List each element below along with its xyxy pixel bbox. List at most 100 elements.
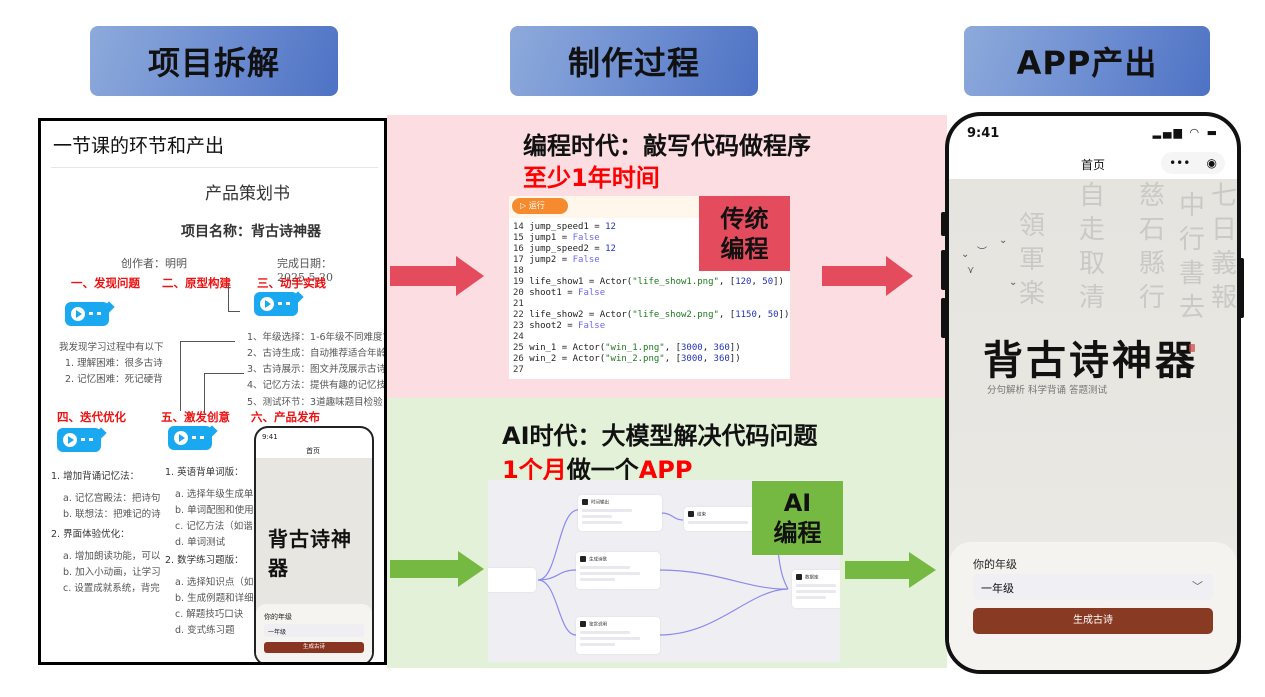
workflow-connectors [537, 509, 789, 636]
mini-bottom-sheet: 你的年级 一年级 生成古诗 [256, 604, 372, 662]
calligraphy-decoration: 自走取清 [1079, 181, 1106, 313]
section-header-app-output: APP产出 [964, 26, 1210, 96]
code-line: 27 [513, 365, 524, 375]
code-line: 19 life_show1 = Actor("life_show1.png", … [513, 277, 784, 287]
grade-select[interactable]: 一年级 ﹀ [973, 574, 1213, 600]
completion-date: 完成日期：2025.5.20 [277, 257, 333, 284]
app-name: 背古诗神器 [983, 337, 1198, 384]
code-line: 18 [513, 266, 524, 276]
problem-item: 1. 理解困难：很多古诗 [65, 358, 163, 369]
status-time: 9:41 [967, 126, 1000, 141]
product-plan-document: 一节课的环节和产出 产品策划书 项目名称：背古诗神器 创作者：明明 完成日期：2… [38, 118, 387, 665]
code-line: 26 win_2 = Actor("win_2.png", [3000, 360… [513, 354, 741, 364]
voice-message-icon[interactable] [168, 426, 212, 450]
code-line: 17 jump2 = False [513, 255, 600, 265]
more-icon[interactable]: ••• [1169, 156, 1191, 170]
bird-icon: ⌄ [1009, 277, 1018, 288]
signal-icon: ▂▄▆ [1152, 126, 1184, 139]
connector-line [228, 283, 229, 311]
generate-poem-button[interactable]: 生成古诗 [973, 608, 1213, 634]
mini-program-capsule[interactable]: ••• ◉ [1161, 152, 1225, 174]
workflow-node[interactable]: 数据库 [792, 570, 840, 608]
step-1: 一、发现问题 [71, 276, 140, 290]
step-5: 五、激发创意 [161, 410, 230, 424]
status-icons: ▂▄▆ ◠ ▬ [1153, 126, 1219, 139]
idea-item: 2. 数学练习题版： [165, 555, 244, 566]
traditional-duration: 至少1年时间 [523, 164, 660, 192]
problem-intro: 我发现学习过程中有以下 [59, 342, 164, 353]
bottom-sheet: 你的年级 一年级 ﹀ 生成古诗 [949, 542, 1237, 670]
label-line: 编程 [773, 519, 822, 547]
section-header-production-process: 制作过程 [510, 26, 758, 96]
code-line: 20 shoot1 = False [513, 288, 606, 298]
mini-nav-title: 首页 [306, 447, 320, 455]
run-button[interactable]: ▷ 运行 [512, 198, 568, 214]
workflow-node[interactable]: 生成诗歌 [576, 552, 660, 589]
node-title: 生成诗歌 [580, 556, 607, 563]
close-target-icon[interactable]: ◉ [1206, 156, 1217, 170]
phone-side-button [941, 250, 946, 290]
red-arrow-right-icon [822, 256, 913, 296]
chevron-down-icon: ﹀ [1192, 580, 1203, 593]
workflow-node[interactable]: 结束 [684, 507, 764, 531]
step-4: 四、迭代优化 [57, 410, 126, 424]
code-line: 24 [513, 332, 524, 342]
project-name: 项目名称：背古诗神器 [181, 224, 321, 240]
phone-side-button [1239, 258, 1244, 318]
green-arrow-right-icon [845, 552, 936, 588]
workflow-node[interactable]: 时间输出 [578, 495, 662, 531]
workflow-node-start[interactable] [488, 568, 536, 592]
feature-item: 3、古诗展示：图文并茂展示古诗 [247, 364, 387, 375]
mini-grade-select: 一年级 [264, 624, 364, 637]
divider [51, 167, 378, 168]
idea-item: d. 变式练习题 [175, 625, 235, 636]
voice-message-icon[interactable] [254, 292, 298, 316]
label-line: 编程 [720, 234, 769, 263]
idea-item: 1. 英语背单词版： [165, 467, 244, 478]
app-phone-mockup: 9:41 ▂▄▆ ◠ ▬ 首页 •••◉ 領軍楽 自走取清 慈石縣行 中行書去 … [945, 112, 1241, 674]
calligraphy-decoration: 慈石縣行 [1139, 181, 1166, 313]
iterate-item: a. 记忆宫殿法：把诗句 [63, 493, 161, 504]
idea-item: d. 单词测试 [175, 537, 226, 548]
iterate-item: 2. 界面体验优化： [51, 529, 130, 540]
node-title: 数据库 [796, 574, 819, 581]
wifi-icon: ◠ [1189, 126, 1202, 139]
iterate-item: 1. 增加背诵记忆法： [51, 471, 140, 482]
grade-value: 一年级 [981, 582, 1014, 595]
nav-title: 首页 [1080, 158, 1105, 172]
phone-side-button [941, 212, 946, 236]
feature-item: 1、年级选择：1-6年级不同难度古 [247, 332, 387, 343]
author: 创作者：明明 [121, 257, 187, 270]
voice-message-icon[interactable] [57, 428, 101, 452]
ai-duration-red: 1个月 [502, 456, 567, 484]
idea-item: c. 记忆方法（如谐 [175, 521, 253, 532]
green-arrow-right-icon [390, 551, 484, 587]
bird-icon: ⌄ [961, 249, 970, 260]
label-line: 传统 [720, 204, 769, 233]
iterate-item: c. 设置成就系统，背完 [63, 583, 160, 594]
feature-item: 5、测试环节：3道趣味题目检验 [247, 397, 383, 408]
code-line: 23 shoot2 = False [513, 321, 606, 331]
connector-line [204, 373, 244, 374]
plan-title: 产品策划书 [205, 184, 290, 204]
mini-app-name: 背古诗神器 [268, 527, 352, 580]
step-6: 六、产品发布 [251, 410, 320, 424]
voice-message-icon[interactable] [65, 302, 109, 326]
problem-item: 2. 记忆困难：死记硬背 [65, 374, 163, 385]
app-subtitle: 分句解析 科学背诵 答题测试 [987, 385, 1108, 396]
feature-item: 4、记忆方法：提供有趣的记忆技 [247, 380, 387, 391]
run-label: 运行 [528, 201, 545, 210]
section-header-project-breakdown: 项目拆解 [90, 26, 338, 96]
code-line: 16 jump_speed2 = 12 [513, 244, 616, 254]
workflow-node[interactable]: 鉴赏说明 [576, 617, 660, 654]
mini-phone-preview: 9:41 首页 背古诗神器 你的年级 一年级 生成古诗 [254, 426, 374, 662]
calligraphy-decoration: 領軍楽 [1019, 211, 1046, 309]
code-line: 22 life_show2 = Actor("life_show2.png", … [513, 310, 790, 320]
ai-duration: 1个月做一个APP [502, 450, 692, 485]
grade-label: 你的年级 [973, 558, 1017, 571]
mini-status-time: 9:41 [262, 433, 278, 441]
idea-item: c. 解题技巧口诀 [175, 609, 244, 620]
seal-stamp-icon [1189, 344, 1195, 352]
